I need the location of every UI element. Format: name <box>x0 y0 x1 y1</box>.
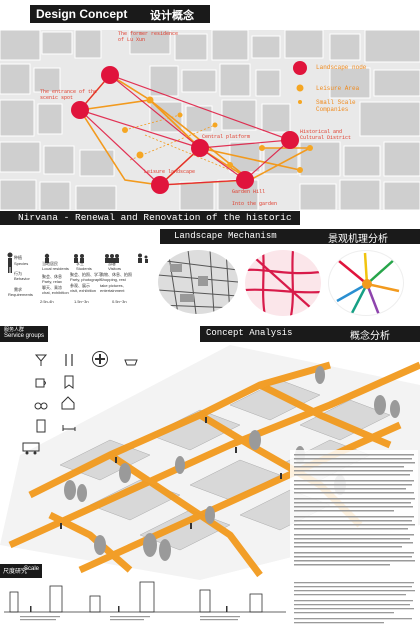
mechanism-circle-streets <box>158 250 238 314</box>
label-historical-district: Historical and Cultural District <box>300 129 352 141</box>
concept-description-block <box>290 450 418 575</box>
group-2-line: Students <box>76 266 92 271</box>
coffee-icon <box>34 375 48 389</box>
binoculars-icon <box>34 397 48 411</box>
group-2-title: 学生 <box>76 261 84 266</box>
page-title-cn: 设计概念 <box>150 10 194 22</box>
service-label-en: Service groups <box>4 333 45 339</box>
leaf-icon <box>42 250 52 263</box>
cocktail-icon <box>34 353 48 367</box>
mechanism-title: Landscape Mechanism <box>174 231 277 241</box>
group-2-line: 参观、展示 <box>70 283 90 288</box>
bed-icon <box>62 419 76 433</box>
nirvana-banner: Nirvana - Renewal and Renovation of the … <box>0 211 300 225</box>
age-range: 1.5n~3n <box>74 299 89 304</box>
label-into-garden: Into the garden <box>232 201 278 207</box>
group-icon <box>104 250 120 263</box>
group-0-title: 种植 <box>14 255 22 260</box>
group-2-line: visit, exhibition <box>70 288 97 293</box>
scale-section-drawing <box>0 578 290 630</box>
bus-icon <box>22 441 40 455</box>
axonometric-render <box>0 345 420 580</box>
bottom-text-block <box>292 578 418 628</box>
group-1-line: chat, exhibition <box>42 290 69 295</box>
group-1-line: Local residents <box>42 266 69 271</box>
age-range: 2:5n-4h <box>40 299 54 304</box>
urban-fabric-map: The former residence of Lu Xun The entra… <box>0 30 420 210</box>
group-1-line: 聚会、休息 <box>42 274 62 279</box>
mechanism-title-cn: 景观机理分析 <box>328 234 388 245</box>
mechanism-circle-colorful <box>328 250 404 316</box>
group-2-line: 聚会、拍照、学习 <box>70 272 102 277</box>
legend-small-scale: Small Scale Companies <box>316 99 356 113</box>
bathtub-icon <box>124 353 138 367</box>
medical-plus-icon <box>92 351 108 367</box>
home-icon <box>60 395 76 411</box>
label-central-platform: Central platform <box>202 134 251 140</box>
label-former-residence: The former residence of Lu Xun <box>118 31 179 43</box>
legend-landscape-node: Landscape node <box>316 64 367 71</box>
age-range: 0.5n~3n <box>112 299 127 304</box>
group-0-line: Requirements <box>8 292 33 297</box>
group-1-title: 当地居民 <box>42 261 58 266</box>
scale-bar: 尺度研究 Scale <box>0 564 42 578</box>
group-0-line: 行为 <box>14 271 22 276</box>
tablet-icon <box>34 419 48 433</box>
page-title: Design Concept <box>36 7 128 21</box>
label-garden-hill: Garden Hill <box>232 189 266 195</box>
group-3-line: entertainment <box>100 288 125 293</box>
service-label-cn: 服务人群 <box>4 327 25 333</box>
group-1-line: 聊天、乘凉 <box>42 285 62 290</box>
bookmark-icon <box>62 375 76 389</box>
group-0-line: Behavior <box>14 276 30 281</box>
label-entrance: The entrance of the scenic spot <box>40 89 98 101</box>
family-icon <box>136 250 150 263</box>
service-groups-bar: 服务人群 Service groups <box>0 326 48 342</box>
group-3-line: 购物、休息、拍照 <box>100 272 132 277</box>
legend-leisure-area: Leisure Area <box>316 85 360 92</box>
group-0-line: Species <box>14 261 29 266</box>
person-icon <box>6 252 14 274</box>
concept-title-cn: 概念分析 <box>350 331 390 342</box>
label-leisure-landscape: Leisure landscape <box>144 169 196 175</box>
concept-bar: Concept Analysis 概念分析 <box>200 326 420 342</box>
concept-title: Concept Analysis <box>206 328 293 338</box>
scale-label-en: Scale <box>24 566 40 572</box>
header-bar: Design Concept 设计概念 <box>30 5 210 23</box>
group-0-line: 需求 <box>14 287 22 292</box>
scale-label-cn: 尺度研究 <box>3 569 28 575</box>
dining-icon <box>62 353 76 367</box>
mechanism-circle-red <box>245 250 321 316</box>
users-icon <box>72 250 86 263</box>
group-1-line: Party, relax <box>42 279 62 284</box>
group-3-line: take pictures, <box>100 283 124 288</box>
group-2-line: Party, photograph <box>70 277 102 282</box>
group-3-title: 游客 <box>108 261 116 266</box>
service-groups-panel: 种植 Species 行为 Behavior 需求 Requirements 当… <box>4 248 154 328</box>
group-3-line: Visitors <box>108 266 122 271</box>
group-3-line: Shopping, rest <box>100 277 126 282</box>
mechanism-bar: Landscape Mechanism 景观机理分析 <box>160 229 420 245</box>
map-svg <box>0 30 420 210</box>
banner-title: Nirvana - Renewal and Renovation of the … <box>18 212 292 223</box>
